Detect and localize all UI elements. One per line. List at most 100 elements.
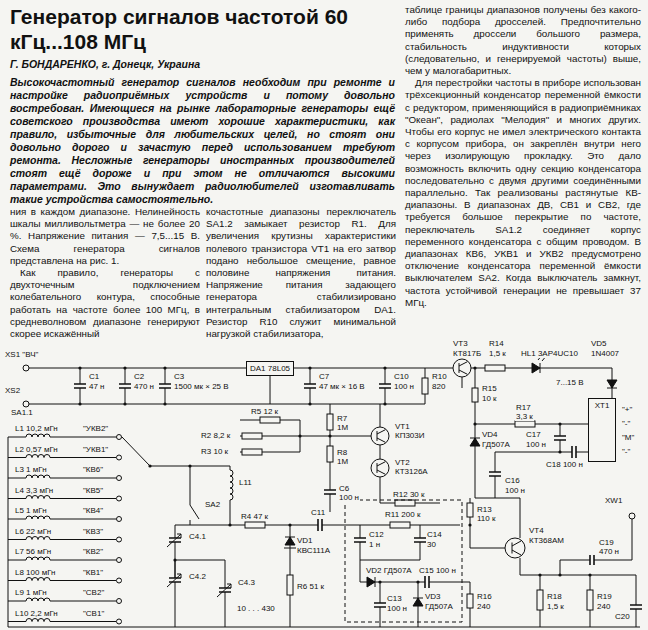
junction-dot — [308, 366, 311, 369]
wire — [8, 621, 26, 622]
wire — [420, 542, 421, 560]
part-label: L3 1 мГн — [14, 465, 48, 474]
inductor-symbol — [26, 455, 50, 458]
variable-arrow — [167, 534, 181, 547]
part-label: "-" — [621, 419, 631, 428]
resistor-symbol — [587, 590, 593, 610]
wire — [225, 592, 226, 627]
wire — [8, 498, 26, 499]
part-label: L4 3,3 мГн — [14, 486, 54, 495]
wire — [190, 466, 191, 505]
wire — [122, 437, 230, 470]
junction-dot — [123, 366, 126, 369]
resistor-symbol — [242, 433, 262, 439]
capacitor-symbol — [572, 446, 576, 458]
transistor-inner — [512, 541, 521, 555]
capacitor-symbol — [74, 384, 86, 388]
transistor-symbol — [371, 459, 389, 477]
regulator-box: DA1 78L05 — [246, 361, 294, 376]
junction-dot — [383, 402, 386, 405]
inductor-symbol — [26, 557, 50, 560]
part-label: R3 10 к — [200, 447, 229, 456]
wire — [330, 476, 331, 490]
wire — [8, 437, 9, 627]
switch-contact — [117, 496, 122, 501]
wire — [385, 388, 386, 404]
part-label: 10 к — [481, 394, 498, 403]
wire — [190, 520, 191, 525]
part-label: 100 н — [393, 382, 415, 391]
capacitor-symbol — [324, 490, 336, 494]
node-text: DA1 78L05 — [250, 364, 290, 373]
part-label: C17 — [525, 430, 542, 439]
wire — [360, 542, 361, 560]
capacitor-symbol — [630, 605, 642, 609]
resistor-symbol — [260, 417, 280, 423]
lead-paragraph: Высокочастотный генератор сигналов необх… — [10, 76, 395, 206]
part-label: L2 0,57 мГн — [14, 445, 59, 454]
resistor-symbol — [390, 522, 410, 528]
wire — [636, 575, 637, 605]
part-label: L6 22 мГн — [14, 527, 52, 536]
part-label: "КВ3" — [82, 527, 104, 536]
wire — [8, 601, 26, 602]
transistor-symbol — [453, 359, 471, 377]
part-label: "УКВ2" — [82, 424, 109, 433]
body-paragraph: Как правило, генераторы с двухточечным п… — [10, 267, 200, 340]
part-label: L1 10,2 мГн — [14, 424, 59, 433]
wire — [8, 478, 26, 479]
switch-contact — [117, 476, 122, 481]
diode-bar — [285, 537, 295, 538]
part-label: КТ3126А — [394, 467, 429, 476]
resistor-symbol — [327, 446, 333, 462]
part-label: VT1 — [394, 422, 411, 431]
capacitor-symbol — [414, 538, 426, 542]
part-label: VT2 — [394, 458, 411, 467]
part-label: VD5 — [590, 339, 608, 348]
part-label: R4 47 к — [240, 512, 269, 521]
part-label: L10 2,2 мГн — [14, 609, 59, 618]
wire — [26, 368, 246, 369]
resistor-symbol — [395, 500, 415, 506]
part-label: VD2 ГД507А — [365, 566, 413, 575]
wire — [225, 560, 226, 588]
part-label: C20 — [614, 612, 631, 621]
part-label: 1М — [336, 457, 349, 466]
wire — [495, 452, 496, 472]
varicap-plate — [284, 548, 296, 549]
jack-symbol — [23, 365, 29, 371]
wire — [50, 437, 116, 438]
junction-dot — [163, 402, 166, 405]
switch-contact — [117, 599, 122, 604]
part-label: C11 — [310, 508, 326, 517]
wire — [8, 627, 640, 628]
wire — [8, 580, 26, 581]
part-label: SA1.1 — [10, 408, 34, 417]
part-label: C18 100 н — [545, 460, 584, 469]
junction-dot — [473, 366, 476, 369]
junction-dot — [383, 366, 386, 369]
part-label: 110 к — [476, 514, 496, 523]
diode-symbol — [413, 598, 423, 606]
wire — [175, 525, 176, 538]
part-label: C14 — [426, 530, 443, 539]
transistor-symbol — [371, 427, 389, 445]
wire — [330, 494, 331, 512]
wire — [26, 404, 425, 405]
part-label: "+" — [621, 405, 633, 414]
wire — [175, 582, 176, 627]
junction-dot — [558, 573, 561, 576]
part-label: "КВ2" — [82, 547, 104, 556]
part-label: R11 200 к — [384, 510, 421, 519]
junction-dot — [473, 422, 476, 425]
part-label: C4.1 — [188, 532, 207, 541]
part-label: R18 — [546, 592, 563, 601]
switch-contact — [117, 435, 122, 440]
connector-box: XT1 — [588, 398, 616, 462]
part-label: HL1 3АР4UC10 — [520, 349, 579, 358]
part-label: R12 30 к — [392, 490, 426, 499]
junction-dot — [78, 366, 81, 369]
wire — [380, 582, 381, 603]
part-label: КТ817Б — [452, 349, 482, 358]
author-line: Г. БОНДАРЕНКО, г. Донецк, Украина — [10, 58, 395, 71]
